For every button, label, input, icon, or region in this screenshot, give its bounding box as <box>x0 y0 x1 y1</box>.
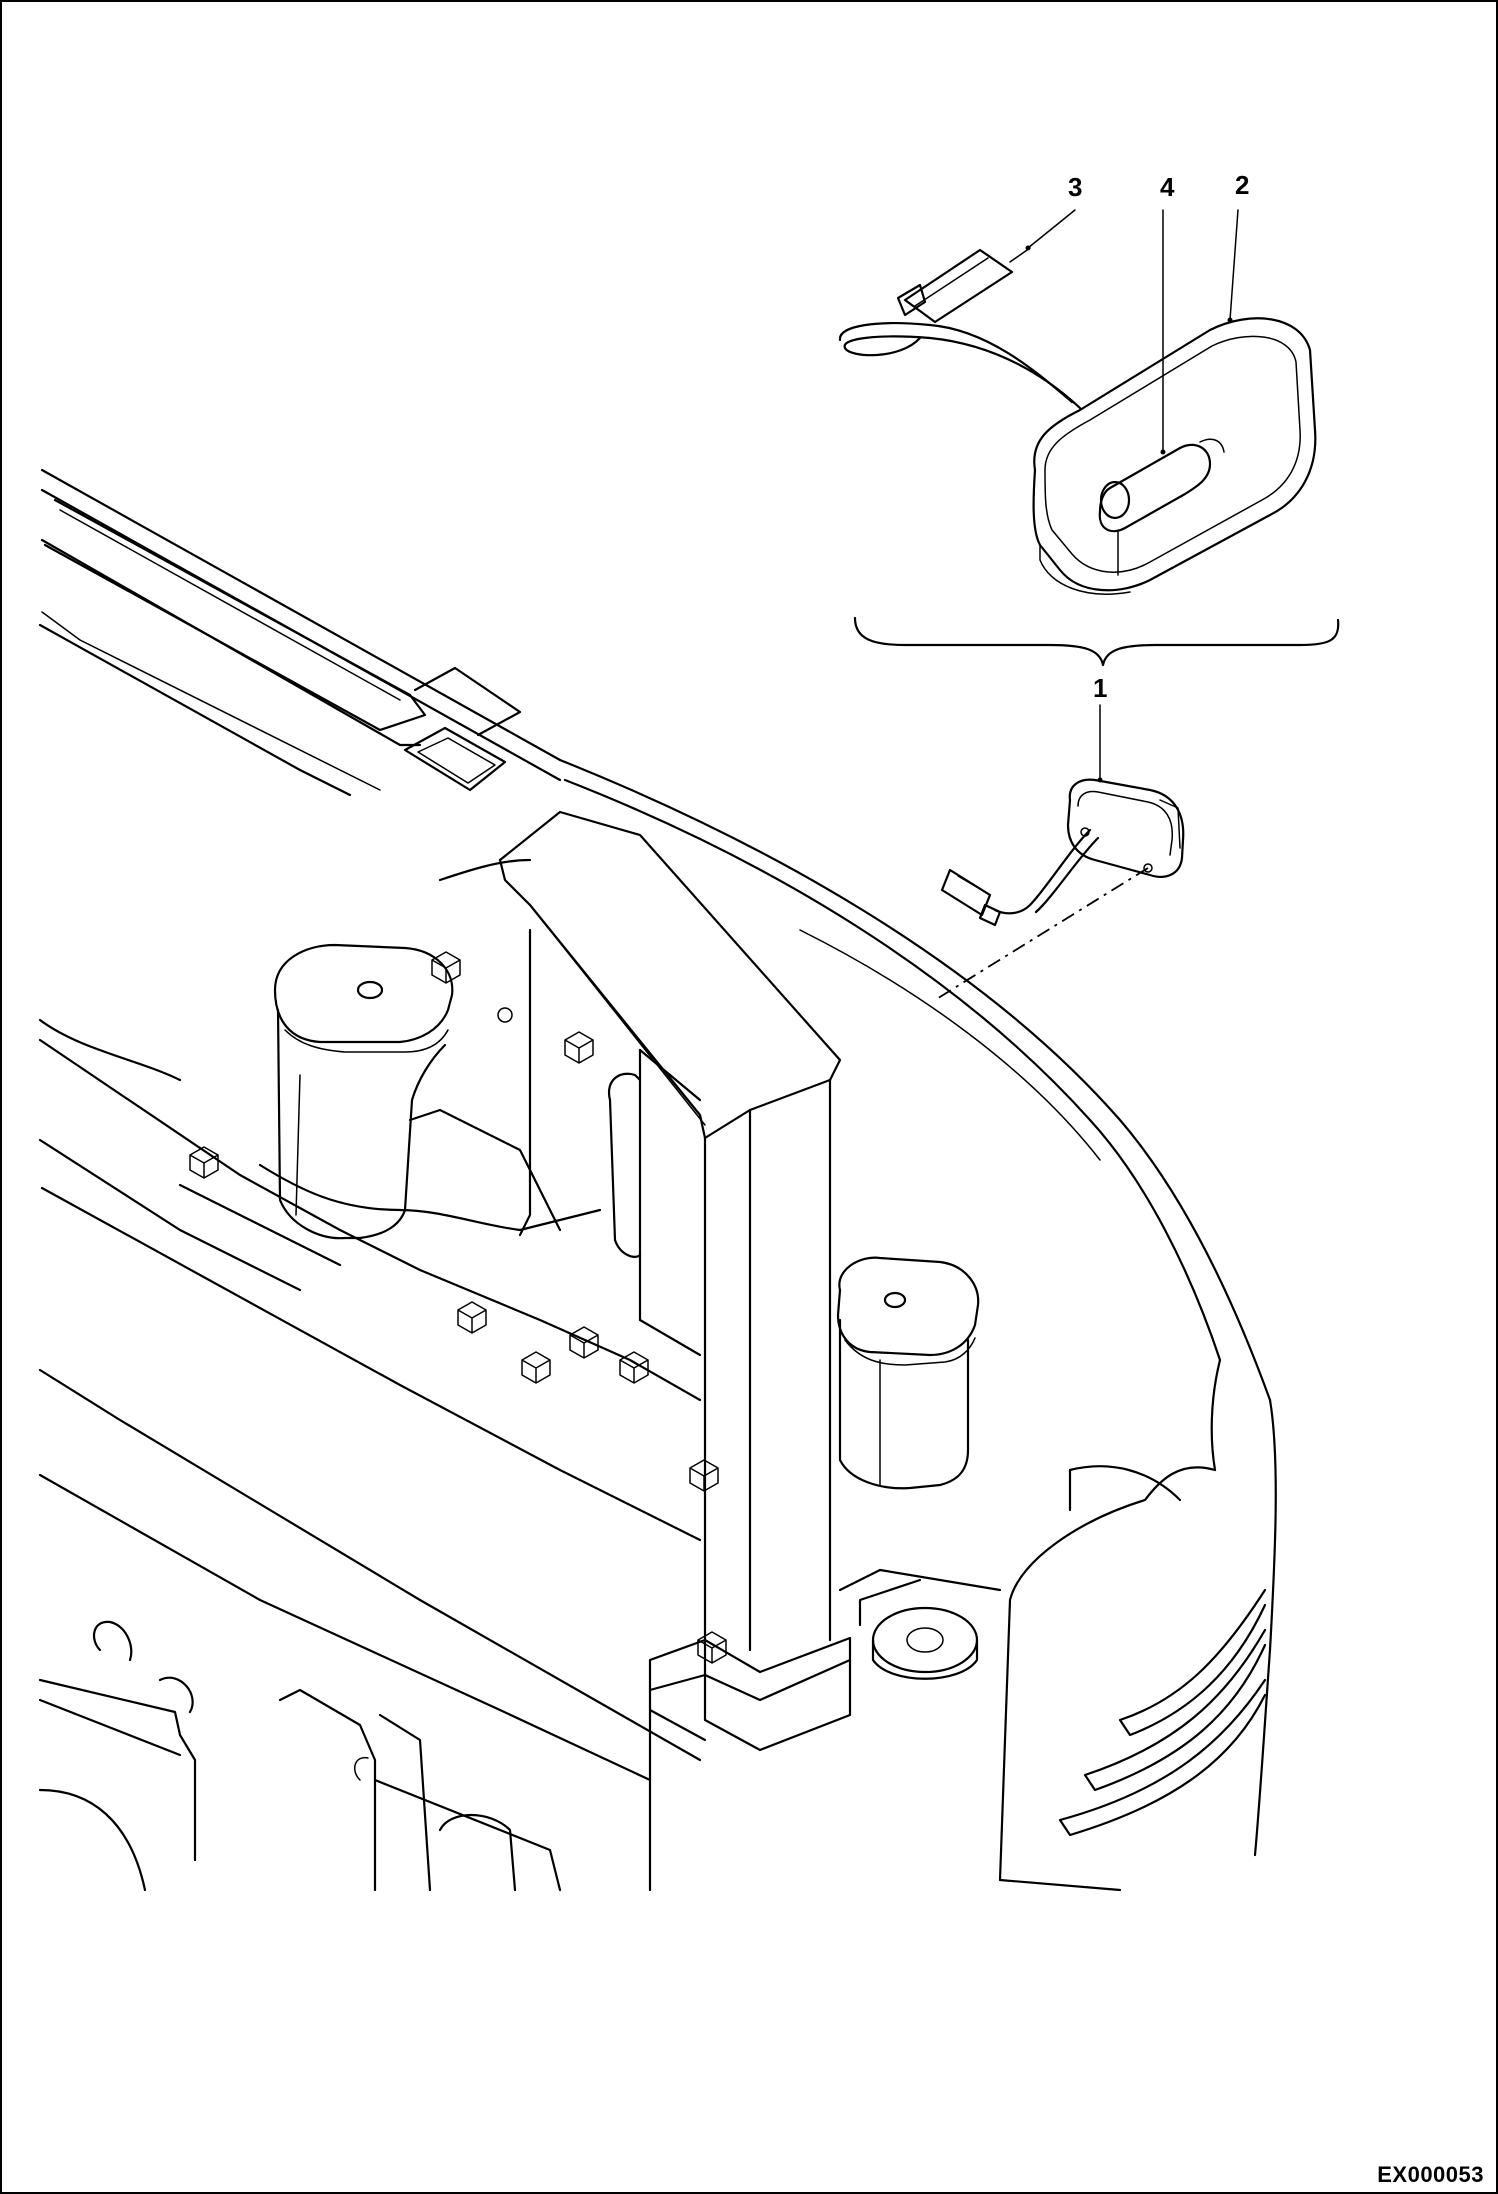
callout-2: 2 <box>1235 170 1249 200</box>
grouping-brace <box>853 616 1340 667</box>
lamp-bulb <box>1098 438 1225 533</box>
figure-code: EX000053 <box>1377 2162 1484 2187</box>
callout-3: 3 <box>1068 172 1082 202</box>
machine-frame <box>38 468 1277 1892</box>
callout-4: 4 <box>1160 172 1175 202</box>
vertical-post <box>498 810 852 1752</box>
lamp-assembly-detail: 3 4 2 1 <box>838 170 1340 1001</box>
pivot-boss <box>838 1568 1002 1680</box>
left-tank <box>273 943 454 1240</box>
rear-grille <box>1058 1588 1267 1837</box>
lamp-cable-connector <box>838 247 1082 410</box>
right-tank <box>836 1256 980 1490</box>
leader-2 <box>1229 209 1239 321</box>
mounting-axis-line <box>934 867 1149 1001</box>
lamp-assembled <box>940 778 1185 927</box>
bolt-blocks <box>189 951 727 1664</box>
lamp-housing <box>1032 317 1317 595</box>
leader-3 <box>1027 209 1076 249</box>
callout-1: 1 <box>1093 673 1107 703</box>
